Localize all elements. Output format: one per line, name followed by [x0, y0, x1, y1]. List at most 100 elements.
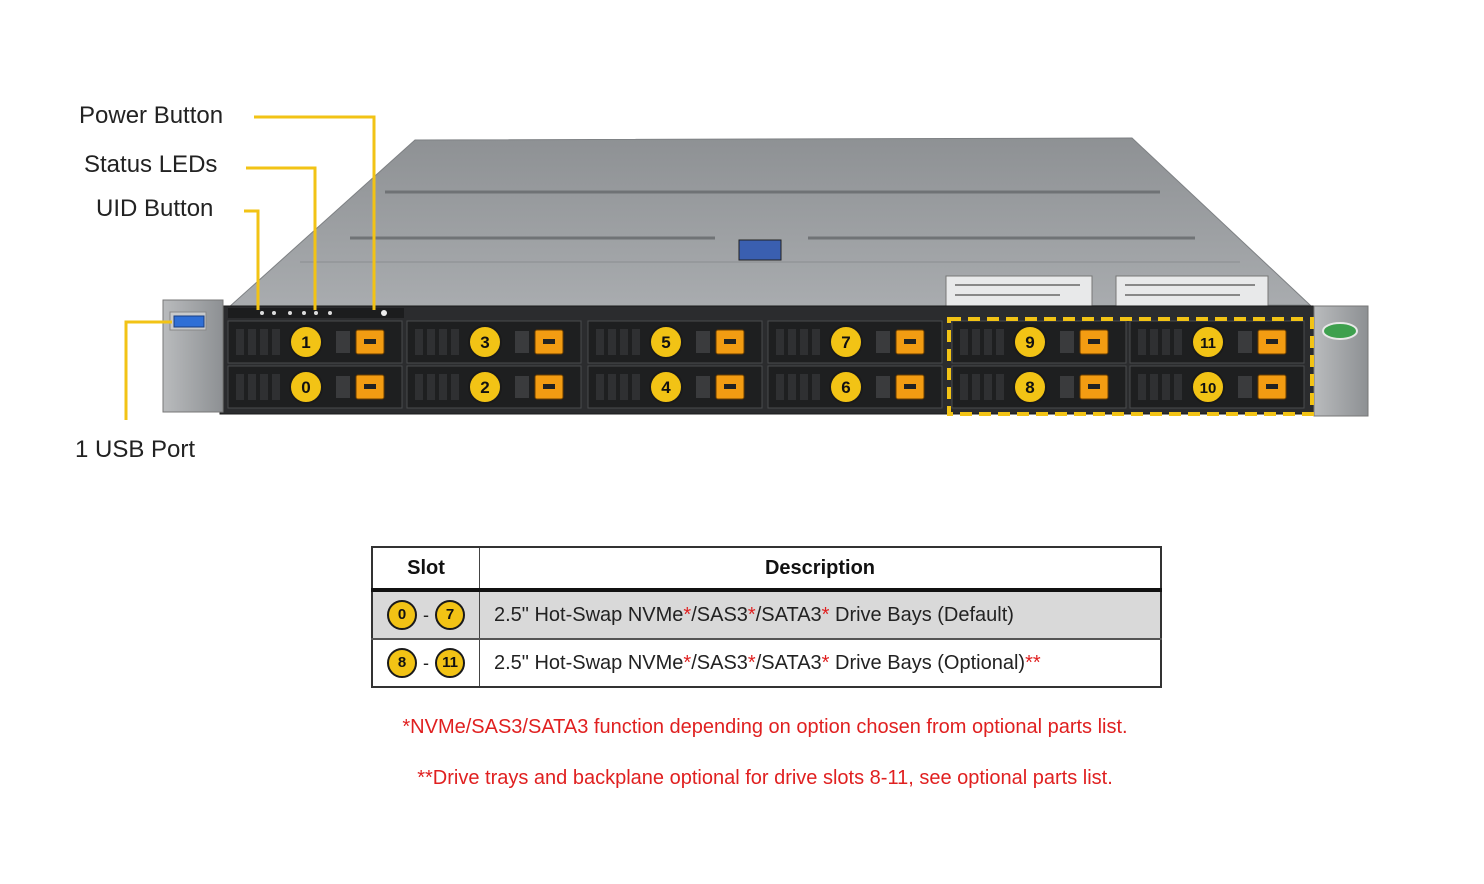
tray-vent [972, 329, 980, 355]
tray-latch-slot [1266, 384, 1278, 389]
tray-vent [451, 329, 459, 355]
tray-vent [1138, 374, 1146, 400]
drive-bay: 7 [767, 320, 943, 364]
drive-bay: 9 [951, 320, 1127, 364]
tray-clip [1060, 331, 1074, 353]
slot-number-badge [468, 325, 502, 359]
slot-number: 4 [661, 378, 671, 397]
tray-vent [788, 374, 796, 400]
tray-vent [800, 374, 808, 400]
desc-text: Drive Bays (Default) [829, 603, 1014, 626]
desc-text: Drive Bays (Optional) [829, 651, 1026, 674]
drive-bay: 5 [587, 320, 763, 364]
tray-clip [696, 376, 710, 398]
tray-vent [800, 329, 808, 355]
status-leds-leader [246, 166, 317, 310]
tray-vent [596, 374, 604, 400]
tray-vent [788, 329, 796, 355]
usb-port [173, 315, 205, 328]
drive-bay: 8 [951, 365, 1127, 409]
drive-bay: 11 [1129, 320, 1305, 364]
tray-latch-slot [724, 384, 736, 389]
desc-text: 2.5" Hot-Swap NVMe [494, 603, 684, 626]
tray-latch-slot [1088, 384, 1100, 389]
drive-bay: 0 [227, 365, 403, 409]
range-dash: - [423, 652, 429, 673]
slot-description: 2.5" Hot-Swap NVMe*/SAS3*/SATA3* Drive B… [479, 589, 1162, 639]
tray-vent [620, 329, 628, 355]
chassis-top [226, 137, 1312, 309]
status-leds-label: Status LEDs [84, 151, 218, 178]
slot-number-badge [1191, 325, 1225, 359]
tray-vent [996, 329, 1004, 355]
slot-badge: 0 [387, 600, 417, 630]
slot-badge: 11 [435, 648, 465, 678]
tray-vent [776, 329, 784, 355]
tray-vent [272, 374, 280, 400]
tray-vent [972, 374, 980, 400]
tray-vent [439, 329, 447, 355]
drive-bay: 1 [227, 320, 403, 364]
tray-vent [1150, 329, 1158, 355]
tray-clip [696, 331, 710, 353]
tray-clip [336, 376, 350, 398]
usb-port-label: 1 USB Port [75, 436, 196, 463]
slot-badge: 7 [435, 600, 465, 630]
tray-clip [1238, 331, 1252, 353]
footnote-mark: * [683, 603, 692, 626]
tray-vent [427, 329, 435, 355]
tray-vent [248, 329, 256, 355]
tray-vent [608, 374, 616, 400]
slot-number-badge [468, 370, 502, 404]
slot-number: 1 [301, 333, 310, 352]
footnote-mark: * [821, 603, 830, 626]
tray-vent [439, 374, 447, 400]
tray-vent [1150, 374, 1158, 400]
tray-vent [427, 374, 435, 400]
tray-vent [596, 329, 604, 355]
tray-vent [960, 374, 968, 400]
tray-clip [515, 376, 529, 398]
tray-clip [1238, 376, 1252, 398]
slot-number-badge [1013, 325, 1047, 359]
footnote-mark: * [747, 651, 756, 674]
tray-latch-slot [904, 339, 916, 344]
tray-vent [960, 329, 968, 355]
footnote-mark: * [821, 651, 830, 674]
tray-vent [996, 374, 1004, 400]
uid-button-leader [244, 209, 260, 310]
slot-number: 7 [841, 333, 850, 352]
status-led [260, 311, 264, 315]
drive-bay: 2 [406, 365, 582, 409]
tray-vent [248, 374, 256, 400]
chassis-label-right [1115, 275, 1269, 307]
power-button-leader [254, 115, 376, 310]
slot-number-badge [289, 325, 323, 359]
slot-range: 0-7 [372, 589, 480, 639]
slot-number: 3 [480, 333, 489, 352]
slot-number-badge [1013, 370, 1047, 404]
table-row: 0-7 2.5" Hot-Swap NVMe*/SAS3*/SATA3* Dri… [372, 589, 1162, 639]
tray-vent [1162, 329, 1170, 355]
tray-clip [1060, 376, 1074, 398]
drive-bay: 4 [587, 365, 763, 409]
tray-latch-slot [543, 384, 555, 389]
tray-vent [260, 329, 268, 355]
tray-latch-slot [1266, 339, 1278, 344]
callout-lines [124, 115, 376, 420]
slot-number-badge [649, 325, 683, 359]
usb-port-leader [124, 320, 172, 420]
footnote-nvme: *NVMe/SAS3/SATA3 function depending on o… [402, 716, 1128, 738]
uid-button-label: UID Button [96, 195, 214, 222]
tray-latch-slot [364, 339, 376, 344]
slot-range: 8-11 [372, 638, 480, 687]
slot-number: 0 [301, 378, 310, 397]
slot-number-badge [829, 325, 863, 359]
desc-text: 2.5" Hot-Swap NVMe [494, 651, 684, 674]
table-row: 8-11 2.5" Hot-Swap NVMe*/SAS3*/SATA3* Dr… [372, 638, 1162, 687]
tray-latch-slot [1088, 339, 1100, 344]
tray-clip [336, 331, 350, 353]
optional-bays-outline [947, 317, 1314, 416]
tray-vent [632, 374, 640, 400]
